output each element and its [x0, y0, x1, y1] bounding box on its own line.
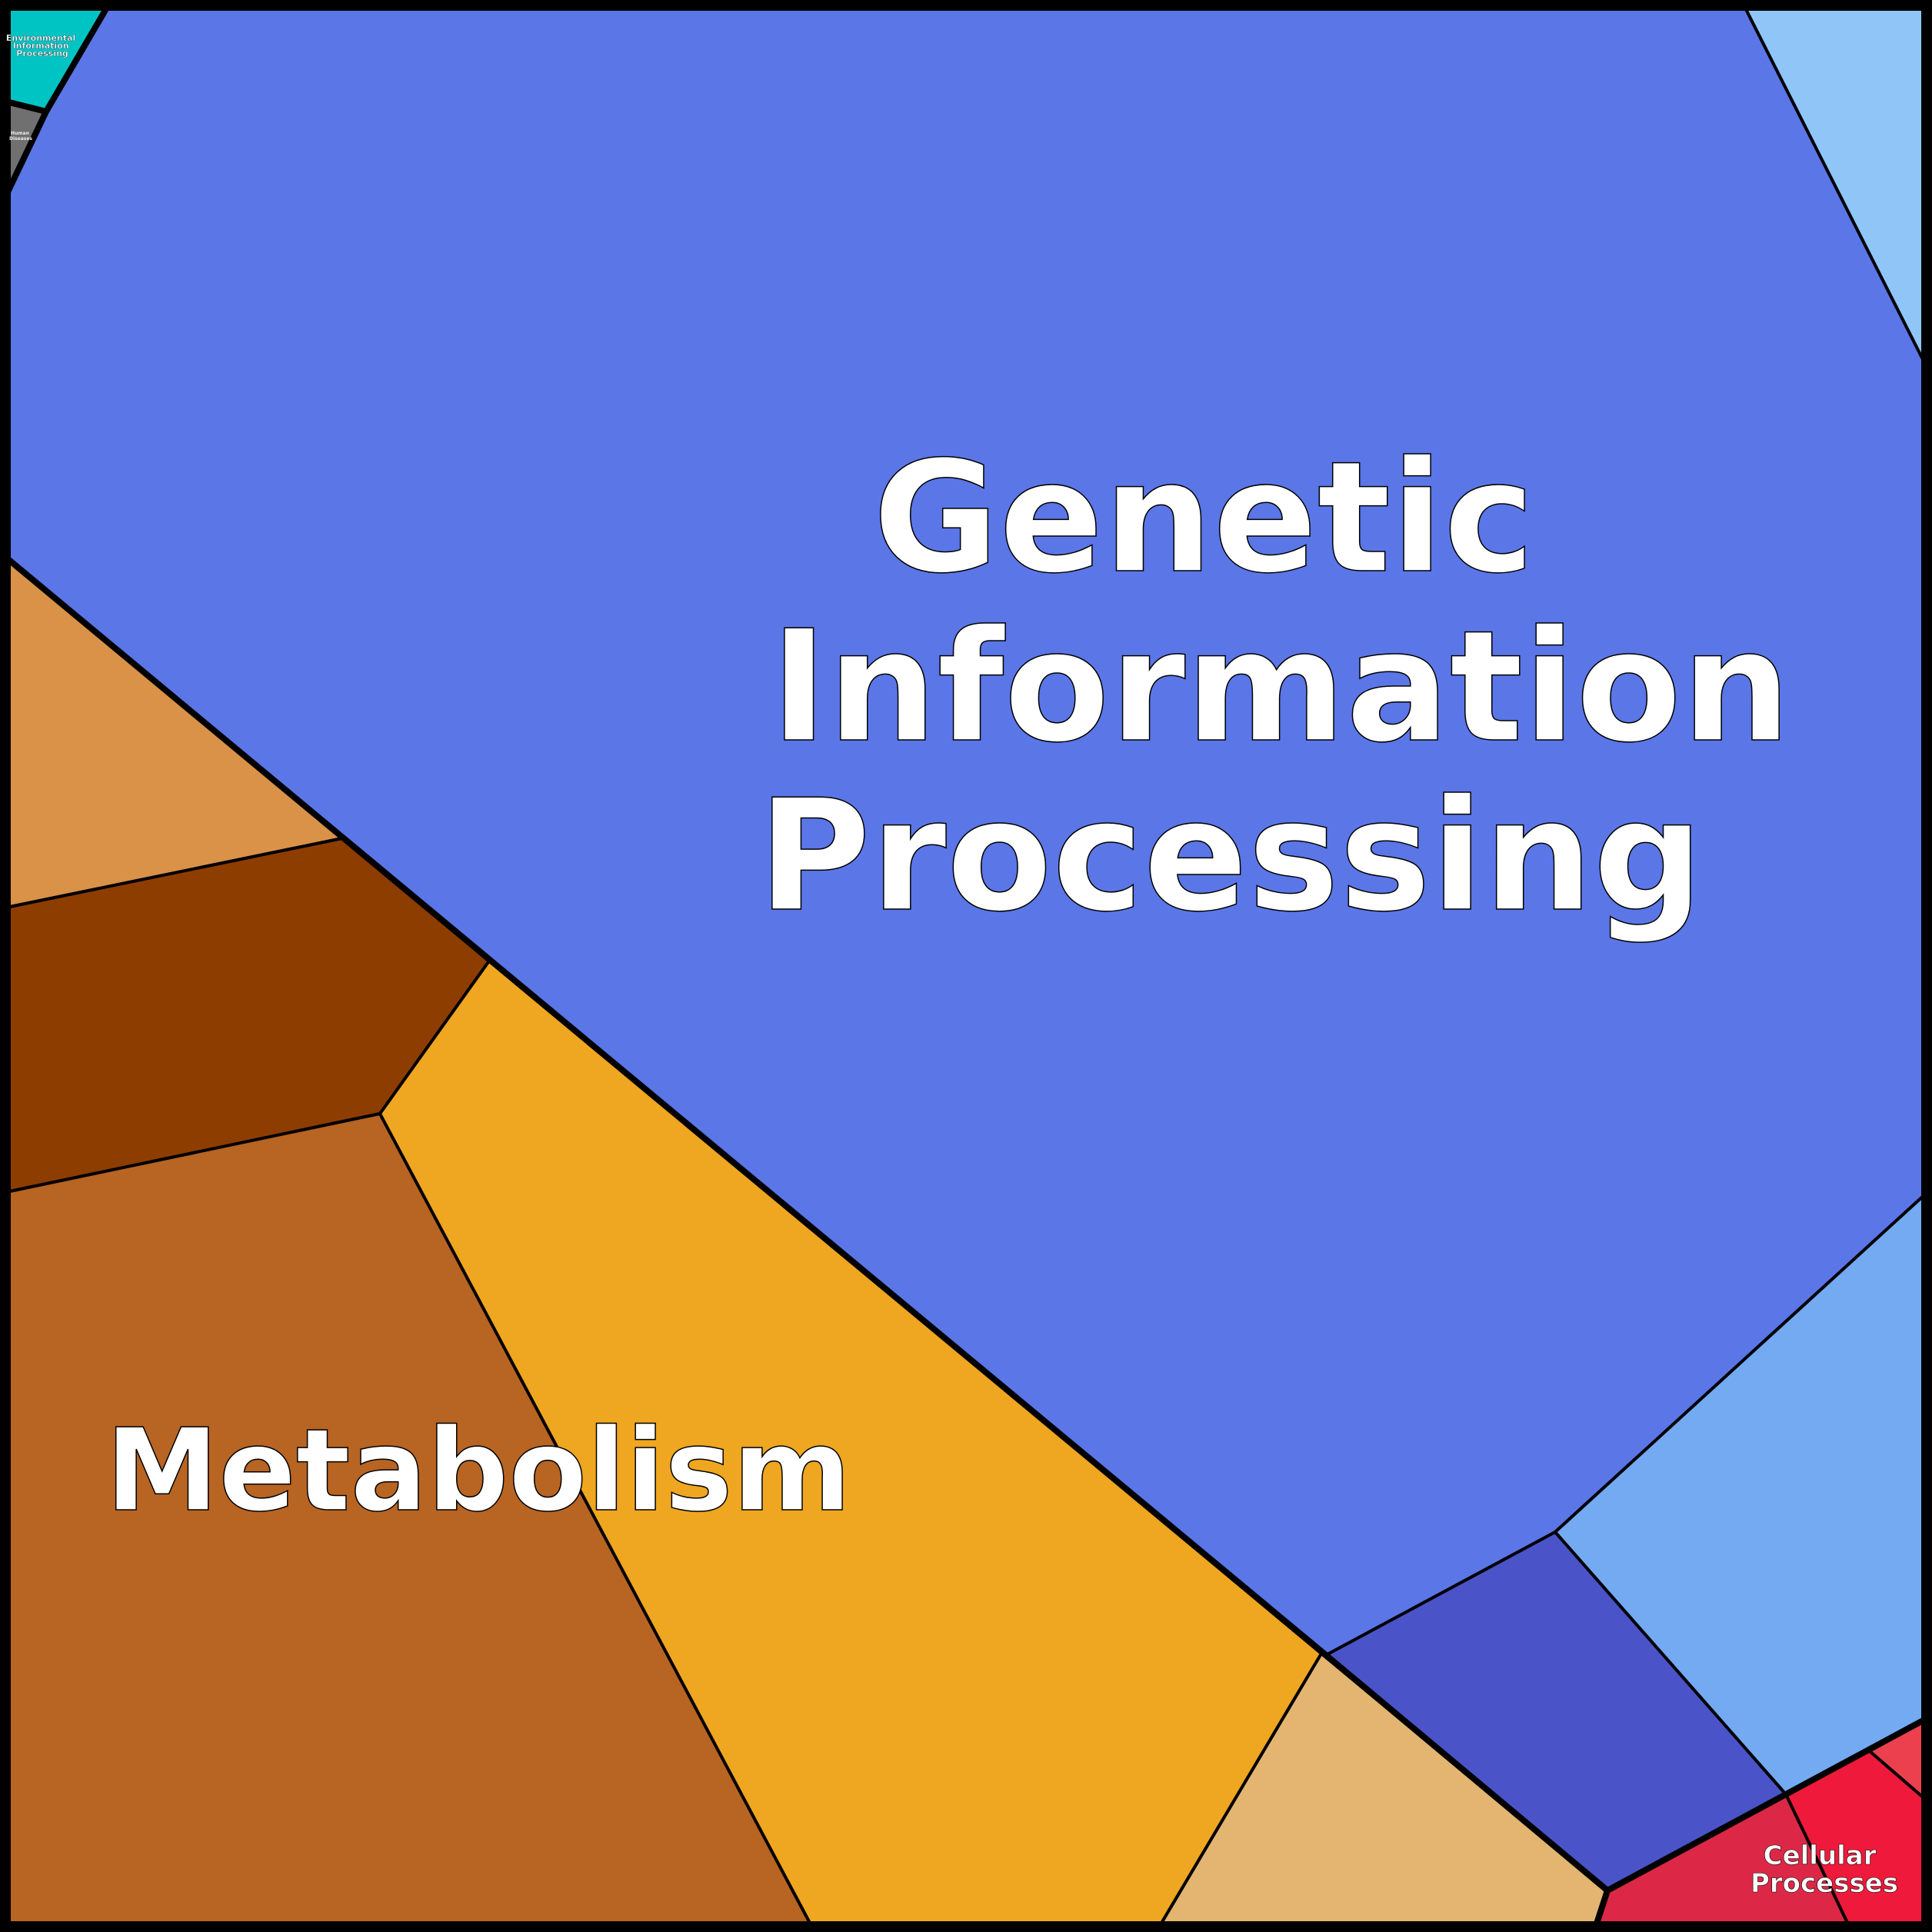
label-environmental-line-1: Environmental	[6, 33, 75, 43]
label-human-line-2: Diseases	[9, 136, 32, 142]
boundary-environmental-human	[3, 98, 49, 115]
label-genetic-line-2: Information	[771, 598, 1791, 777]
label-genetic-line-1: Genetic	[873, 428, 1535, 608]
label-cellular: Cellular Processes	[1750, 1840, 1898, 1899]
label-human: Human Diseases	[9, 131, 32, 142]
label-environmental: Environmental Information Processing	[6, 33, 78, 58]
label-human-line-1: Human	[11, 131, 29, 136]
label-genetic-line-3: Processing	[758, 767, 1703, 946]
label-cellular-line-1: Cellular	[1764, 1840, 1877, 1871]
boundary-genetic-cellular	[1593, 1887, 1611, 1929]
label-metabolism: Metabolism	[105, 1404, 851, 1537]
label-environmental-line-3: Processing	[16, 48, 68, 58]
label-environmental-line-2: Information	[13, 41, 69, 51]
label-genetic: Genetic Information Processing	[758, 428, 1844, 946]
label-cellular-line-2: Processes	[1750, 1868, 1898, 1899]
